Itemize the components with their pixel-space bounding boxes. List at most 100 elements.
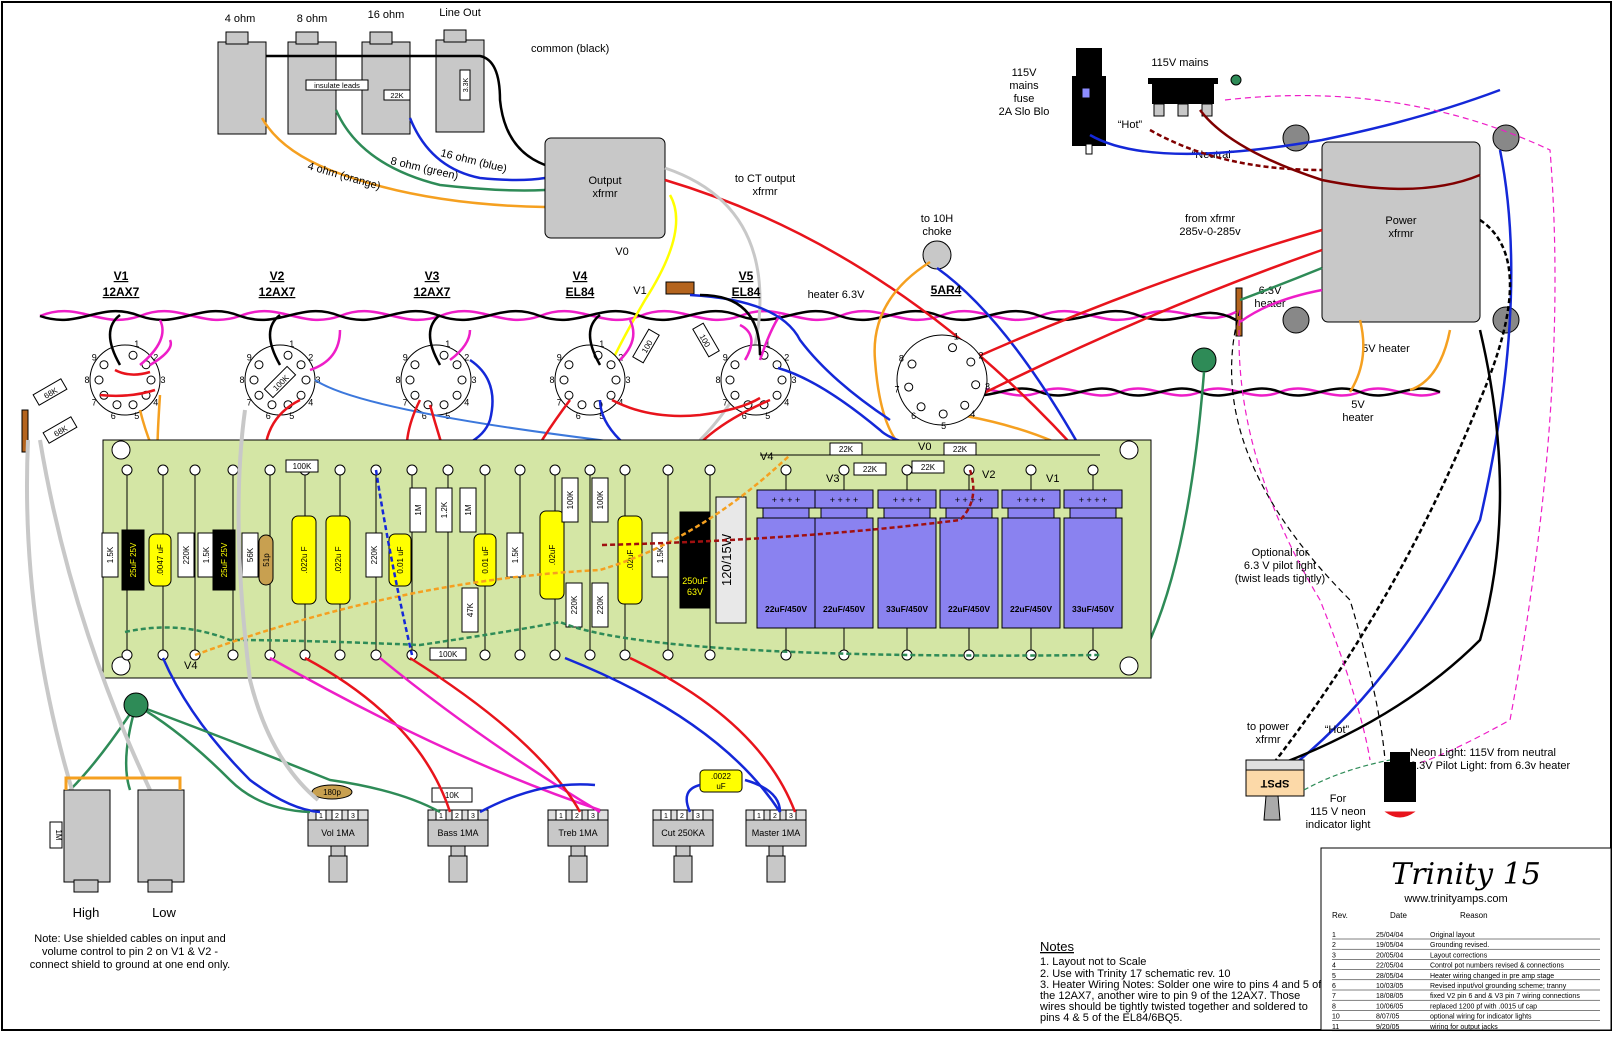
resistor: 220K [565, 582, 583, 628]
notes-line-3: 3. Heater Wiring Notes: Solder one wire … [1040, 979, 1322, 991]
svg-text:1: 1 [559, 813, 563, 820]
wire-orange-choke [873, 260, 931, 451]
notes-line-5: wires should be tightly twisted together… [1039, 1001, 1308, 1013]
jack-8ohm-tab [295, 31, 319, 45]
socket-pin-number: 9 [247, 353, 252, 363]
neon-label-2: 6.3V Pilot Light: from 6.3v heater [1410, 760, 1571, 772]
wire-power-switch-blue [1289, 149, 1513, 769]
socket-pin-number: 2 [464, 353, 469, 363]
turret [121, 464, 133, 476]
turret [370, 649, 382, 661]
cut-cap-label-2: uF [716, 782, 725, 791]
svg-text:.022u F: .022u F [334, 546, 343, 573]
socket-pins: 1234567891234567891234567891234567891234… [84, 331, 990, 431]
socket-pin-number: 7 [247, 397, 252, 407]
wire-pilot-magenta-dashed [1238, 309, 1371, 761]
turret [334, 649, 346, 661]
fuse-holder-body [1072, 76, 1106, 146]
fuse-terminal-bottom [1085, 143, 1093, 155]
turret [704, 464, 716, 476]
svg-text:28/05/04: 28/05/04 [1376, 973, 1403, 980]
rev-header: Rev. [1332, 911, 1348, 920]
insulate-leads-tag [305, 79, 369, 91]
socket-pin [296, 360, 306, 370]
cut-cap-label-1: .0022 [711, 772, 732, 781]
wire-4ohm-label: 4 ohm (orange) [306, 160, 382, 192]
svg-text:100K: 100K [439, 650, 458, 659]
svg-text:Control pot numbers revised &: Control pot numbers revised & connection… [1430, 963, 1564, 970]
pilot-section: Optional for 6.3 V pilot light (twist le… [1235, 547, 1571, 831]
svg-text:3: 3 [696, 813, 700, 820]
mains-switch-lug-2 [1177, 103, 1189, 117]
main-wires [39, 88, 1556, 770]
socket-pin-number: 1 [445, 339, 450, 349]
resistor: 56K [241, 532, 259, 578]
jack-resistor-3k3-label: 3.3K [463, 77, 470, 92]
neon-lamp-top [1390, 752, 1410, 762]
svg-text:33uF/450V: 33uF/450V [1072, 604, 1114, 614]
svg-text:1: 1 [439, 813, 443, 820]
turret [514, 464, 526, 476]
socket-pin [452, 360, 462, 370]
bolt-icon [1282, 124, 1310, 152]
tube-v2-type: 12AX7 [259, 285, 296, 299]
neon-dashed-wire [1303, 759, 1391, 791]
svg-text:10/06/05: 10/06/05 [1376, 1003, 1403, 1010]
svg-text:1.5K: 1.5K [656, 546, 665, 563]
svg-text:22K: 22K [921, 463, 936, 472]
wire-heater-green [1239, 266, 1323, 302]
svg-text:Grounding revised.: Grounding revised. [1430, 942, 1489, 949]
rail-v4-label: V4 [760, 451, 773, 463]
power-transformer-label-2: xfrmr [1388, 228, 1413, 240]
socket-pin-number: 4 [784, 397, 789, 407]
socket-pin [254, 360, 264, 370]
socket-pin [146, 375, 156, 385]
rail-resistor: 100K [285, 459, 319, 473]
wire-ct-red [664, 178, 1091, 466]
capacitor: 25uF 25V [121, 529, 145, 591]
socket-pin-number: 8 [395, 375, 400, 385]
socket-pin-number: 1 [954, 331, 959, 341]
turret [619, 649, 631, 661]
title-text: Trinity 15 [1391, 857, 1541, 892]
notes-line-1: 1. Layout not to Scale [1040, 956, 1146, 968]
wire-mains-dashed-darkred [1149, 128, 1323, 172]
svg-text:1.5K: 1.5K [202, 546, 211, 563]
turret [704, 649, 716, 661]
svg-text:25/04/04: 25/04/04 [1376, 932, 1403, 939]
socket-pin [301, 375, 311, 385]
svg-text:220K: 220K [182, 545, 191, 564]
turret [334, 464, 346, 476]
for-label-3: indicator light [1306, 819, 1371, 831]
socket-pin-number: 8 [715, 375, 720, 385]
turret [584, 649, 596, 661]
power-resistor: 120/15W [715, 496, 747, 624]
mains-switch-lug-1 [1153, 103, 1165, 117]
jack-resistor-3k3 [459, 69, 471, 101]
svg-text:.02uF: .02uF [548, 545, 557, 566]
socket-pin [564, 390, 574, 400]
resistor: 220K [177, 532, 195, 578]
socket-pin [777, 375, 787, 385]
turret [514, 649, 526, 661]
input-resistor-1m [49, 821, 63, 849]
board-mounting-screw [1119, 440, 1139, 460]
tube-v3-type: 12AX7 [414, 285, 451, 299]
socket-pin [410, 390, 420, 400]
svg-text:1.2K: 1.2K [440, 501, 449, 518]
socket-pin-number: 4 [308, 397, 313, 407]
svg-text:3: 3 [471, 813, 475, 820]
jack-16ohm-tab [369, 31, 393, 45]
capacitor: 25uF 25V [212, 529, 236, 591]
socket-pin-number: 3 [471, 375, 476, 385]
